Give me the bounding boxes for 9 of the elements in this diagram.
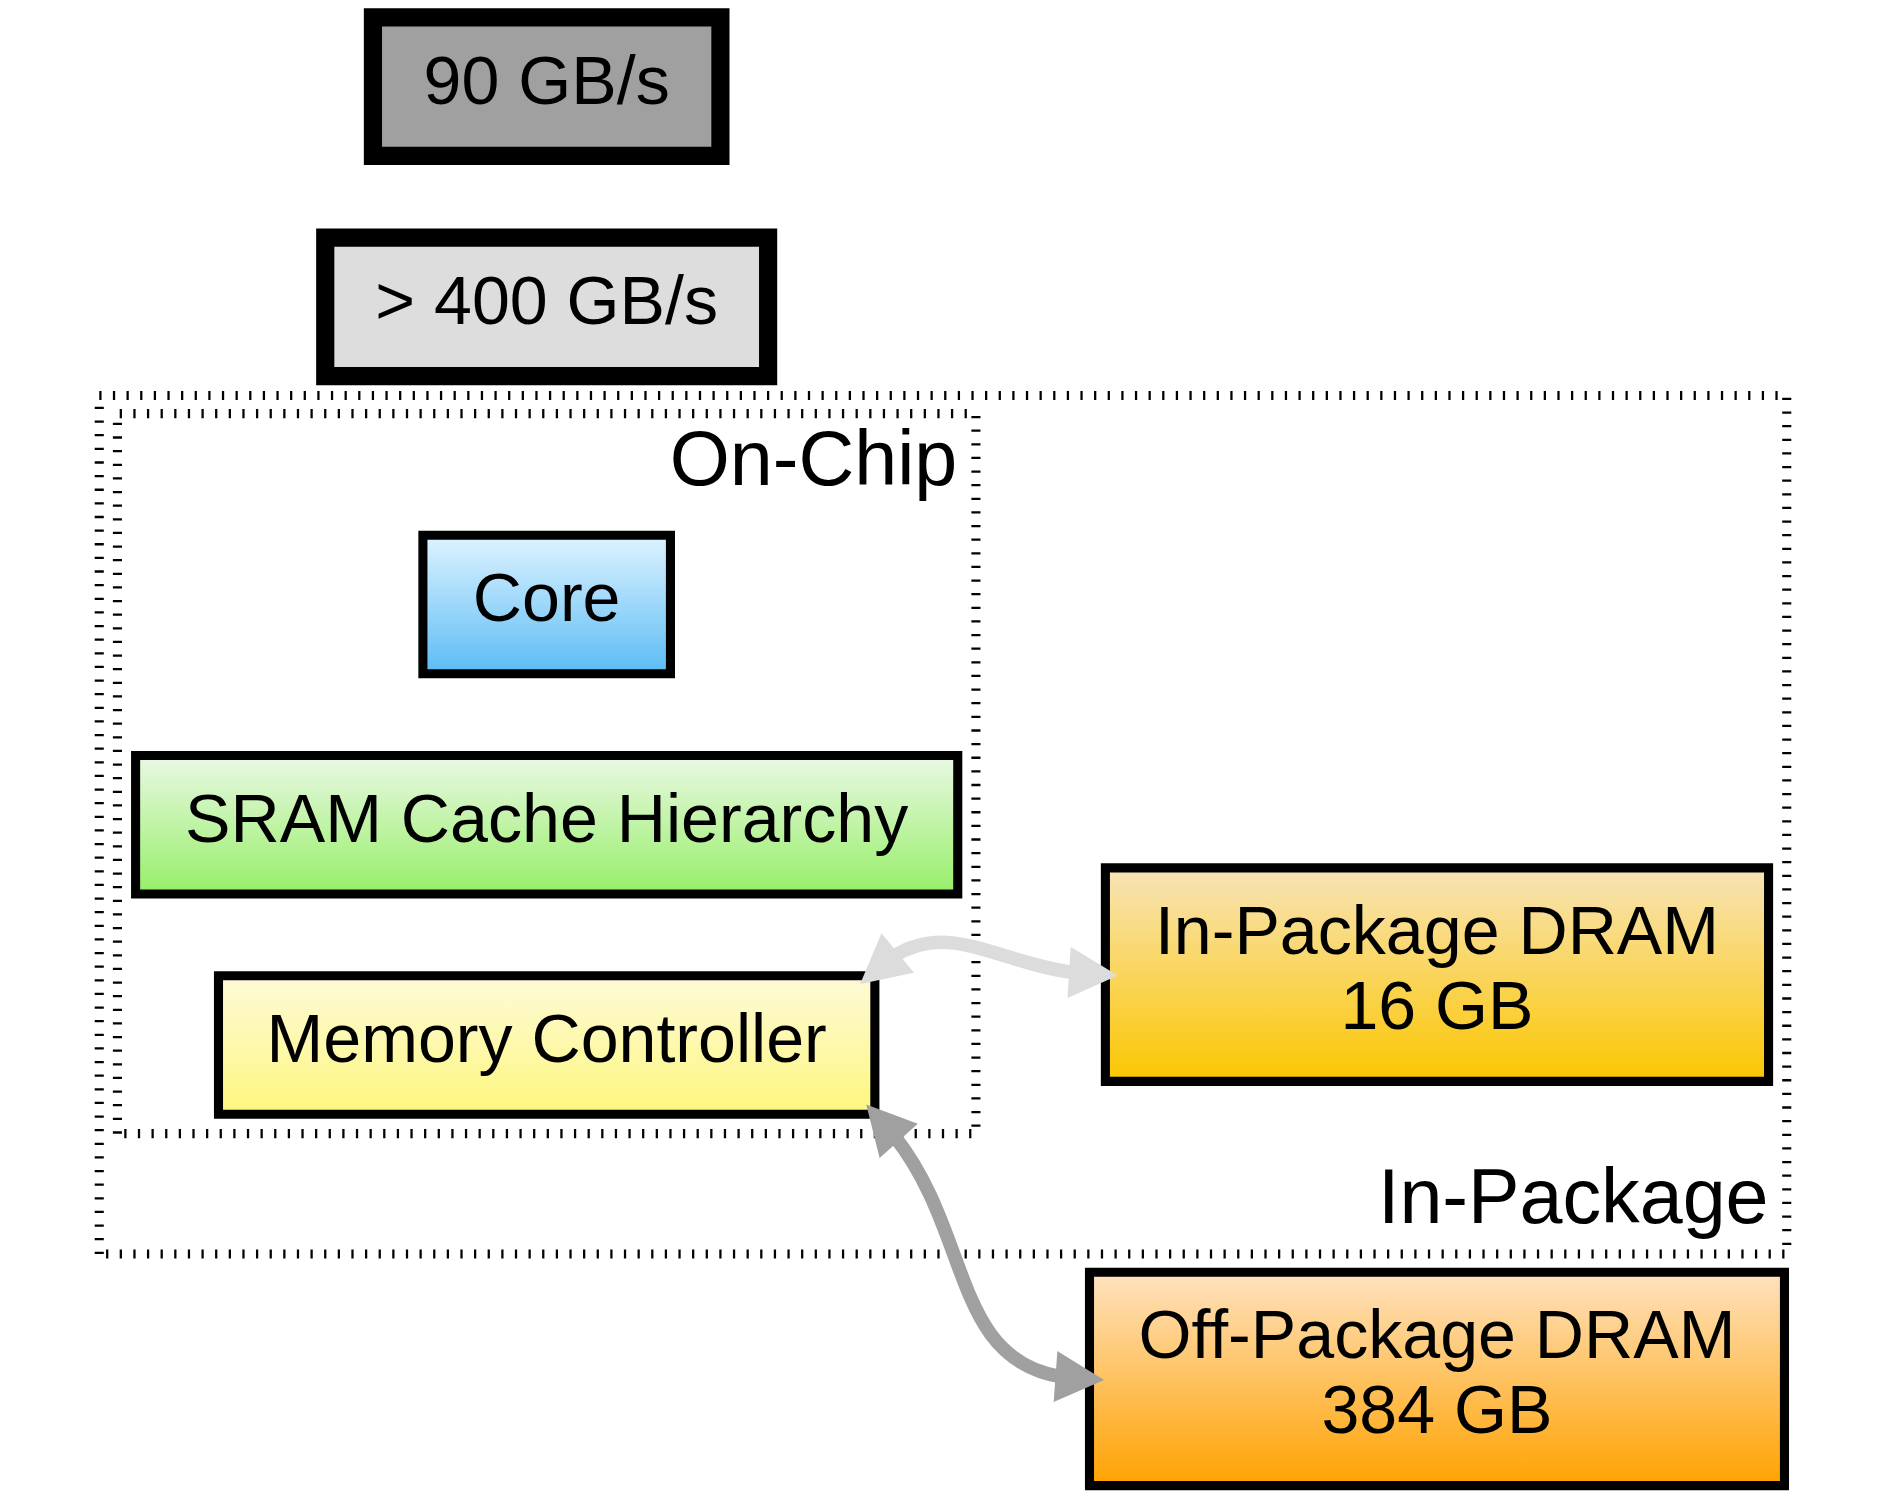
node-box: Core <box>418 530 675 679</box>
node-box: Off-Package DRAM 384 GB <box>1084 1267 1789 1491</box>
arrow <box>866 1104 1105 1402</box>
node-box: SRAM Cache Hierarchy <box>131 750 963 899</box>
arrow <box>860 933 1118 999</box>
node-box: 90 GB/s <box>363 8 730 165</box>
node-box: Memory Controller <box>213 971 880 1119</box>
node-box: > 400 GB/s <box>316 228 778 386</box>
node-box: In-Package DRAM 16 GB <box>1100 863 1774 1086</box>
